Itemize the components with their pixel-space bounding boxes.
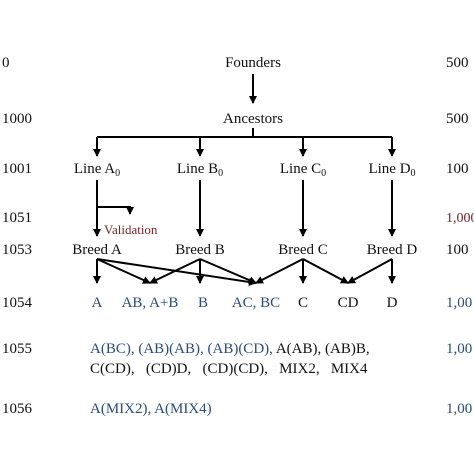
right-value: 100 bbox=[446, 161, 469, 177]
right-value: 1,00 bbox=[446, 341, 473, 357]
node-breed-c: Breed C bbox=[278, 242, 328, 258]
node-breed-b: Breed B bbox=[175, 242, 225, 258]
arrow-breed-b-bc bbox=[199, 258, 257, 284]
arrow-breed-a-ab bbox=[96, 258, 151, 284]
crosses-1055-black: A(AB), (AB)B, bbox=[275, 341, 370, 357]
node-validation: Validation bbox=[104, 222, 158, 237]
node-ancestors: Ancestors bbox=[223, 111, 283, 127]
cross-c: C bbox=[297, 295, 309, 311]
cross-ab-label: AB, A+B bbox=[121, 295, 179, 311]
line-c-subscript: 0 bbox=[321, 168, 327, 179]
arrow-breed-c-bc bbox=[255, 258, 304, 284]
cross-ab: AB, A+B bbox=[122, 294, 179, 312]
node-line-c: Line C0 bbox=[279, 160, 327, 179]
right-value: 1,00 bbox=[446, 295, 473, 311]
right-value: 1,00 bbox=[446, 401, 473, 417]
cross-ac-bc: AC, BC bbox=[232, 294, 280, 312]
cross-b: B bbox=[197, 295, 209, 311]
generation-label: 1056 bbox=[2, 401, 32, 417]
generation-label: 0 bbox=[2, 55, 10, 71]
generation-label: 1055 bbox=[2, 341, 32, 357]
line-a-label: Line A bbox=[73, 161, 116, 177]
line-b-label: Line B bbox=[176, 161, 219, 177]
node-founders: Founders bbox=[225, 55, 281, 71]
generation-label: 1053 bbox=[2, 242, 32, 258]
arrow-breed-d-cd bbox=[347, 258, 393, 284]
crosses-1055-line2: C(CD), (CD)D, (CD)(CD), MIX2, MIX4 bbox=[90, 361, 368, 377]
arrow-breed-c-cd bbox=[302, 258, 349, 284]
arrow-validation bbox=[97, 206, 134, 215]
arrow-breed-b-ab bbox=[149, 258, 201, 284]
crosses-1055-blue: A(BC), (AB)(AB), (AB)(CD), bbox=[90, 341, 273, 357]
crosses-1056: A(MIX2), A(MIX4) bbox=[90, 401, 212, 417]
right-value: 500 bbox=[446, 111, 469, 127]
node-breed-a: Breed A bbox=[72, 242, 122, 258]
node-breed-d: Breed D bbox=[366, 242, 418, 258]
generation-label: 1054 bbox=[2, 295, 32, 311]
line-b-subscript: 0 bbox=[218, 168, 224, 179]
cross-ac-bc-label: AC, BC bbox=[231, 295, 281, 311]
generation-label: 1001 bbox=[2, 161, 32, 177]
line-d-subscript: 0 bbox=[410, 168, 416, 179]
right-value: 500 bbox=[446, 55, 469, 71]
cross-d: D bbox=[386, 295, 398, 311]
cross-cd: CD bbox=[337, 295, 359, 311]
generation-label: 1000 bbox=[2, 111, 32, 127]
line-a-subscript: 0 bbox=[115, 168, 121, 179]
right-value: 1,000 bbox=[446, 211, 474, 226]
node-line-d: Line D0 bbox=[368, 160, 416, 179]
node-line-b: Line B0 bbox=[176, 160, 224, 179]
right-value: 100 bbox=[446, 242, 469, 258]
cross-a: A bbox=[91, 295, 103, 311]
generation-label: 1051 bbox=[2, 210, 32, 226]
crosses-1055-line1: A(BC), (AB)(AB), (AB)(CD), A(AB), (AB)B, bbox=[90, 340, 370, 358]
line-c-label: Line C bbox=[279, 161, 322, 177]
node-line-a: Line A0 bbox=[73, 160, 121, 179]
line-d-label: Line D bbox=[368, 161, 411, 177]
